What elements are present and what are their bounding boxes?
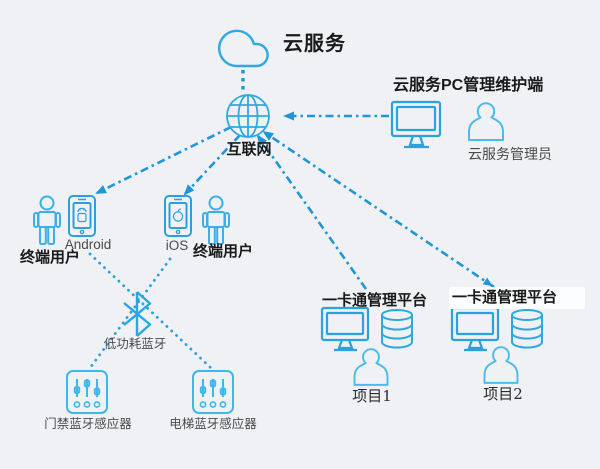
end-user-left-label: 终端用户 bbox=[20, 249, 81, 266]
cloud-admin-label: 云服务管理员 bbox=[468, 146, 552, 162]
platform2-monitor-icon bbox=[450, 306, 500, 352]
platform2-title: 一卡通管理平台 bbox=[452, 289, 558, 306]
project2-label: 项目2 bbox=[483, 385, 523, 403]
internet-label: 互联网 bbox=[226, 141, 272, 158]
apple-logo-glyph bbox=[172, 208, 184, 222]
cloud-icon bbox=[217, 29, 269, 68]
end-user-right-person-icon bbox=[202, 195, 230, 245]
end-user-left-person-icon bbox=[33, 195, 61, 245]
door-sensor-label: 门禁蓝牙感应器 bbox=[44, 417, 132, 431]
elevator-sensor-label: 电梯蓝牙感应器 bbox=[169, 417, 257, 431]
project2-person-icon bbox=[483, 346, 519, 384]
project1-person-icon bbox=[353, 348, 389, 386]
internet-globe-icon bbox=[226, 94, 270, 138]
link-internet-platform2 bbox=[262, 130, 495, 289]
pc-terminal-title: 云服务PC管理维护端 bbox=[393, 77, 544, 94]
bluetooth-icon bbox=[123, 291, 152, 337]
ios-platform-label: iOS bbox=[165, 238, 189, 253]
project1-label: 项目1 bbox=[352, 387, 392, 405]
android-phone-icon bbox=[68, 195, 96, 237]
cloud-admin-person-icon bbox=[468, 102, 504, 141]
android-robot-glyph bbox=[77, 207, 87, 223]
pc-terminal-monitor-icon bbox=[390, 100, 442, 149]
ios-phone-icon bbox=[164, 195, 192, 237]
bluetooth-label: 低功耗蓝牙 bbox=[103, 337, 167, 351]
cloud-label: 云服务 bbox=[283, 33, 346, 55]
android-platform-label: Android bbox=[64, 237, 112, 252]
link-internet-platform1 bbox=[256, 134, 368, 290]
door-sensor-icon bbox=[66, 370, 108, 414]
connection-lines bbox=[88, 70, 495, 370]
link-ios-door bbox=[88, 257, 172, 370]
link-android-elevator bbox=[88, 252, 213, 370]
link-internet-android bbox=[95, 125, 232, 195]
elevator-sensor-icon bbox=[192, 370, 234, 414]
end-user-right-label: 终端用户 bbox=[193, 243, 254, 260]
arrowhead-platform2 bbox=[482, 277, 493, 287]
platform2-database-icon bbox=[511, 309, 543, 349]
platform1-database-icon bbox=[381, 309, 413, 349]
platform2-title-highlight bbox=[449, 287, 585, 309]
platform1-title: 一卡通管理平台 bbox=[322, 292, 428, 309]
link-internet-ios bbox=[183, 134, 241, 196]
platform1-monitor-icon bbox=[320, 306, 370, 352]
